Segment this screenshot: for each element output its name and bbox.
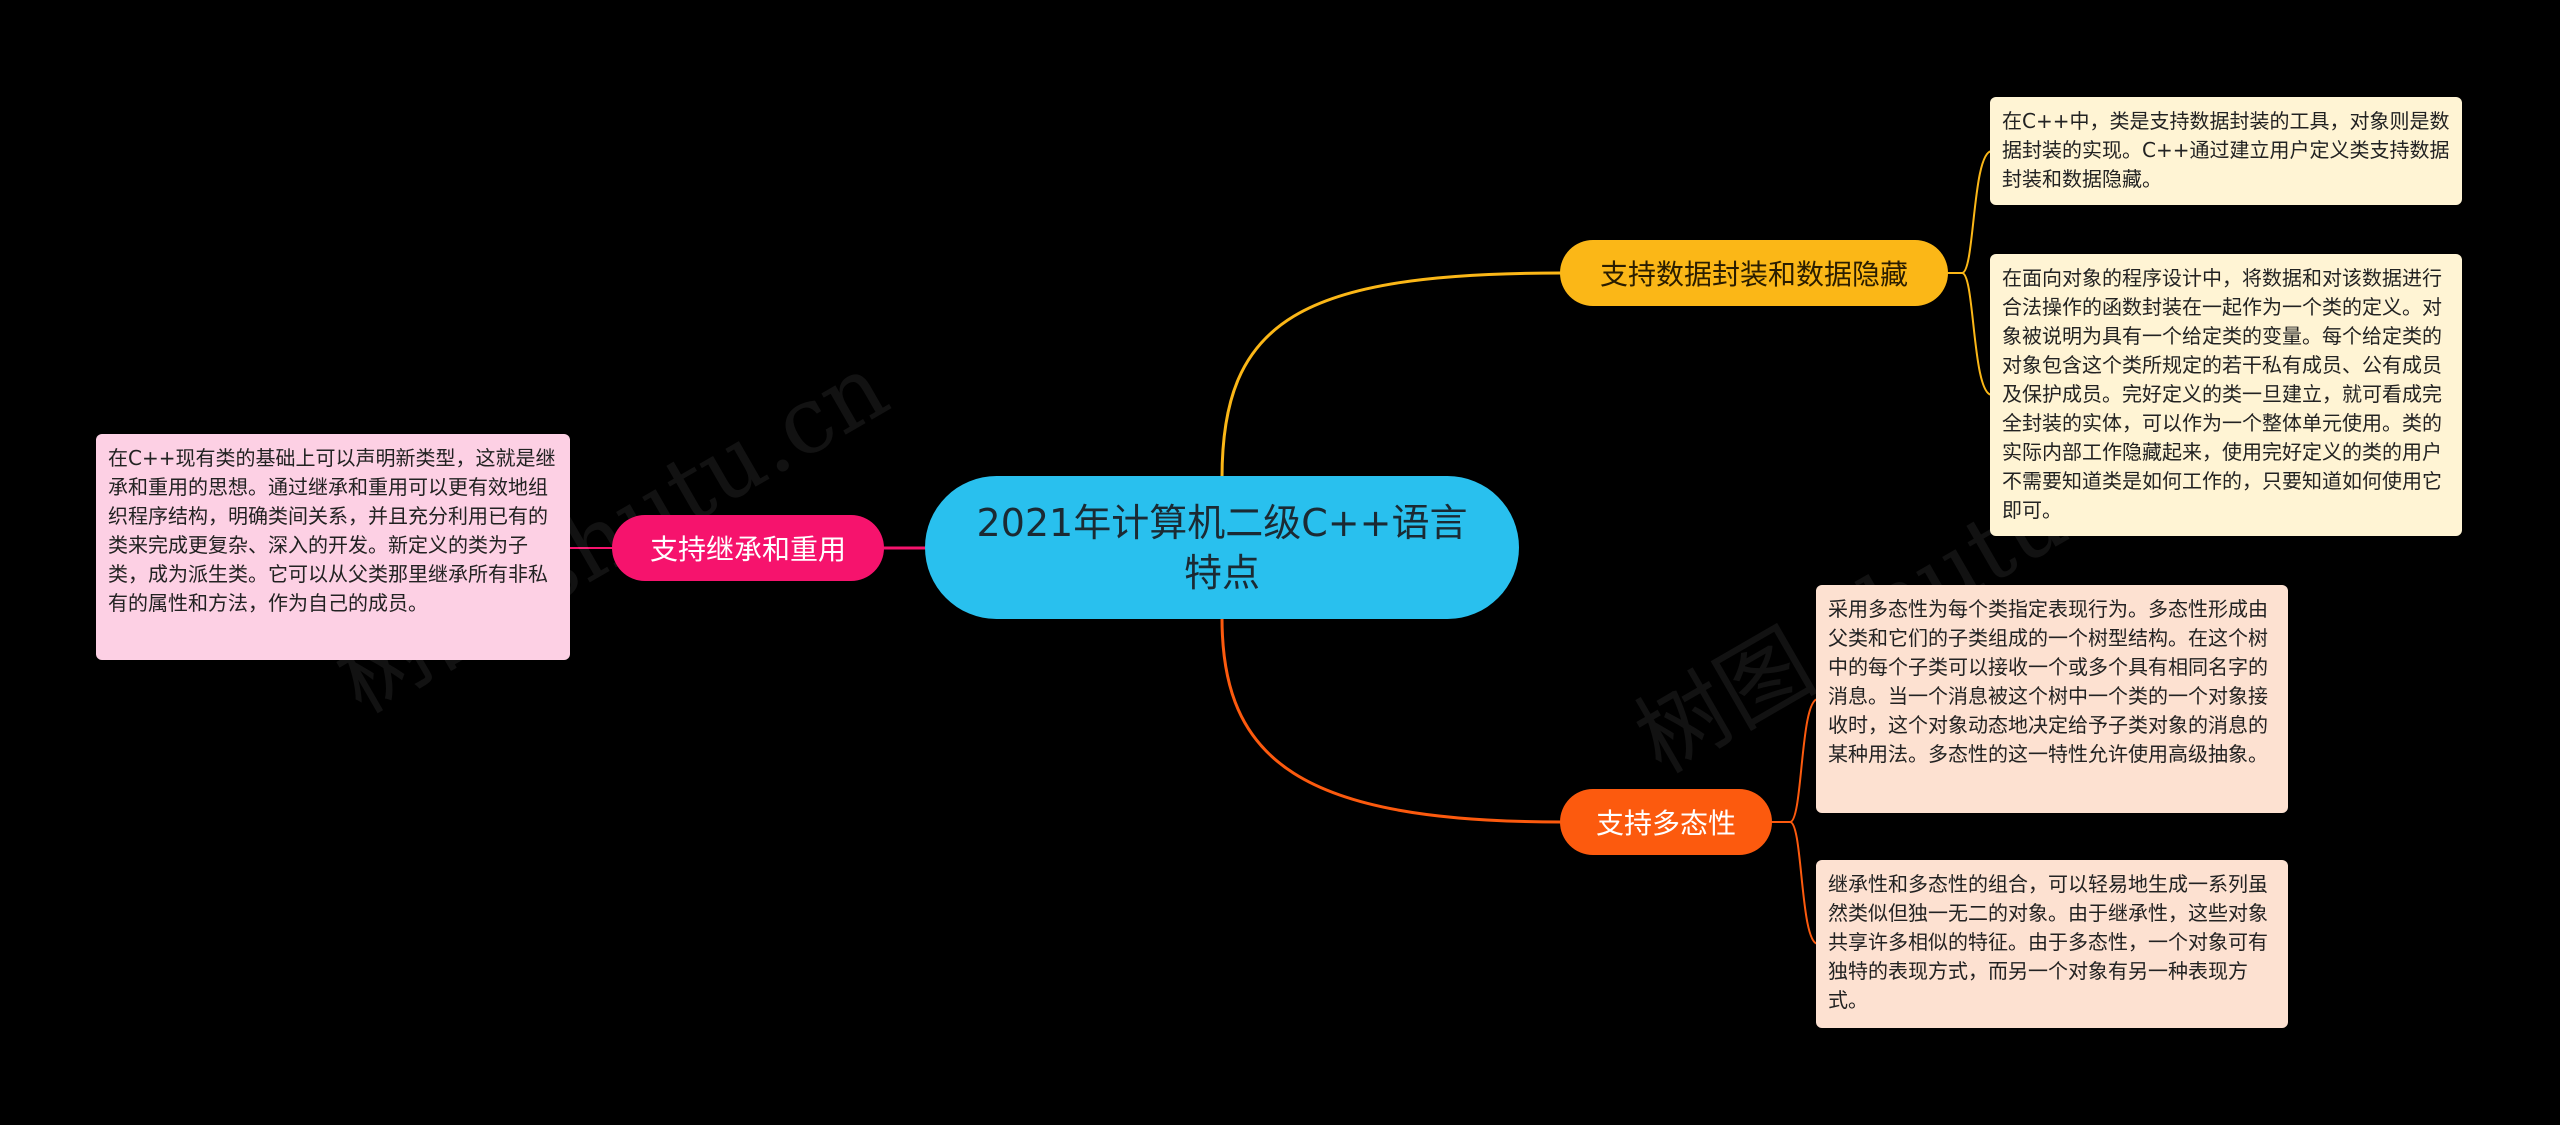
branch-inheritance[interactable]: 支持继承和重用	[612, 515, 884, 581]
connector-root-polymorphism	[1220, 617, 1563, 824]
branch-polymorphism-label: 支持多态性	[1595, 807, 1736, 840]
branch-polymorphism[interactable]: 支持多态性	[1560, 789, 1772, 855]
note-text: 在C++中，类是支持数据封装的工具，对象则是数据封装的实现。C++通过建立用户定…	[2002, 109, 2450, 191]
connector-polymorphism-notes	[1770, 698, 1819, 945]
connector-root-encapsulation	[1220, 271, 1563, 479]
branch-inheritance-label: 支持继承和重用	[649, 533, 846, 566]
note-text: 继承性和多态性的组合，可以轻易地生成一系列虽然类似但独一无二的对象。由于继承性，…	[1828, 872, 2268, 1012]
connector-encapsulation-notes	[1946, 150, 1993, 396]
root-topic[interactable]: 2021年计算机二级C++语言特点	[925, 476, 1519, 619]
note-polymorphism-1[interactable]: 采用多态性为每个类指定表现行为。多态性形成由父类和它们的子类组成的一个树型结构。…	[1816, 585, 2288, 813]
note-text: 采用多态性为每个类指定表现行为。多态性形成由父类和它们的子类组成的一个树型结构。…	[1828, 597, 2268, 766]
note-encapsulation-2[interactable]: 在面向对象的程序设计中，将数据和对该数据进行合法操作的函数封装在一起作为一个类的…	[1990, 254, 2462, 536]
note-text: 在面向对象的程序设计中，将数据和对该数据进行合法操作的函数封装在一起作为一个类的…	[2002, 266, 2442, 522]
note-polymorphism-2[interactable]: 继承性和多态性的组合，可以轻易地生成一系列虽然类似但独一无二的对象。由于继承性，…	[1816, 860, 2288, 1028]
note-encapsulation-1[interactable]: 在C++中，类是支持数据封装的工具，对象则是数据封装的实现。C++通过建立用户定…	[1990, 97, 2462, 205]
branch-encapsulation-label: 支持数据封装和数据隐藏	[1599, 258, 1908, 291]
root-topic-label: 2021年计算机二级C++语言特点	[976, 500, 1468, 595]
branch-encapsulation[interactable]: 支持数据封装和数据隐藏	[1560, 240, 1948, 306]
note-inheritance-1[interactable]: 在C++现有类的基础上可以声明新类型，这就是继承和重用的思想。通过继承和重用可以…	[96, 434, 570, 660]
note-text: 在C++现有类的基础上可以声明新类型，这就是继承和重用的思想。通过继承和重用可以…	[108, 446, 556, 615]
